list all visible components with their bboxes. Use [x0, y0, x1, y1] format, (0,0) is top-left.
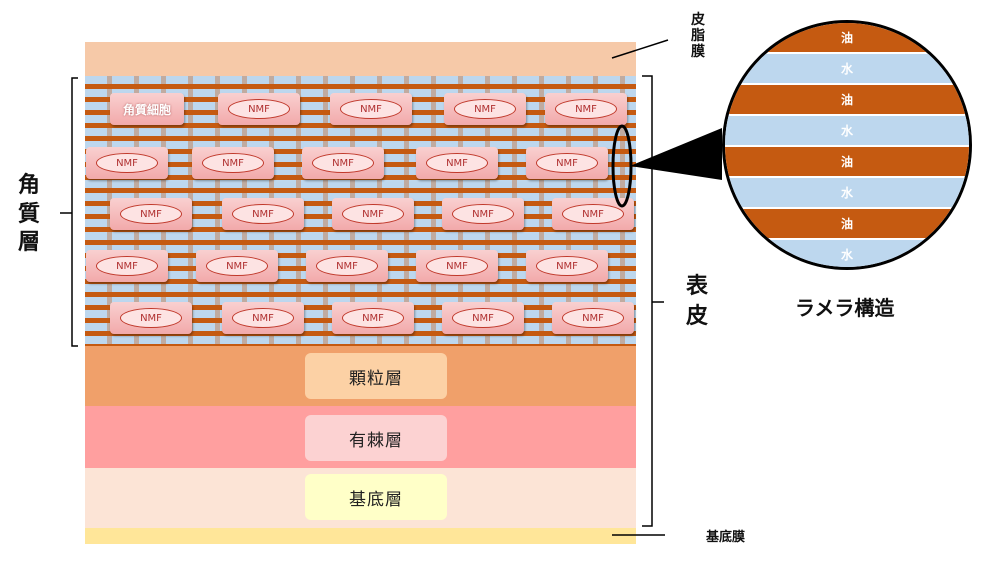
- stratum-corneum-label: 角 質 層: [17, 173, 40, 256]
- basement-membrane-label: 基底膜: [706, 530, 746, 545]
- epidermis-label: 表 皮: [685, 274, 708, 329]
- lamella-water-band: 水: [725, 116, 969, 145]
- sebum-membrane-label: 皮 脂 膜: [691, 12, 705, 61]
- lamella-water-band: 水: [725, 54, 969, 83]
- lamellar-zoom-circle: 油水油水油水油水: [722, 20, 972, 270]
- spinous-layer-label: 有棘層: [305, 415, 447, 461]
- basement-membrane-layer: [85, 528, 636, 544]
- lamella-oil-band: 油: [725, 85, 969, 114]
- lamella-oil-band: 油: [725, 147, 969, 176]
- lamellar-structure-label: ラメラ構造: [795, 296, 895, 320]
- lamella-water-band: 水: [725, 240, 969, 267]
- basal-layer-label: 基底層: [305, 474, 447, 520]
- sebum-membrane-layer: [85, 42, 636, 76]
- lamella-water-band: 水: [725, 178, 969, 207]
- lamella-oil-band: 油: [725, 23, 969, 52]
- granular-layer-label: 顆粒層: [305, 353, 447, 399]
- lamella-oil-band: 油: [725, 209, 969, 238]
